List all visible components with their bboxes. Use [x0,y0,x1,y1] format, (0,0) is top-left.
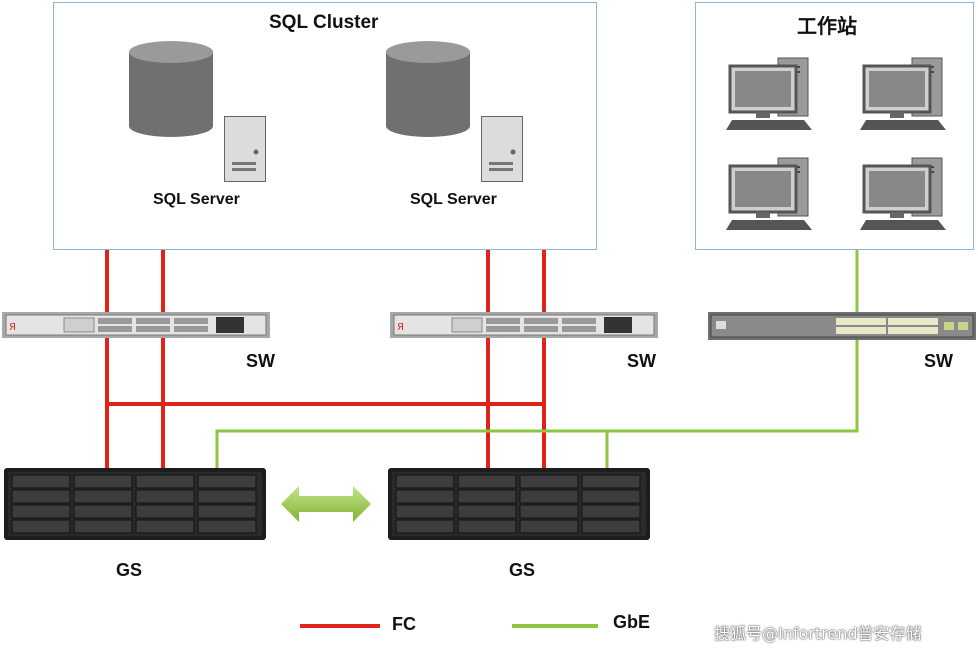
cluster-title: SQL Cluster [269,12,379,33]
legend-gbe-label: GbE [613,612,651,632]
svg-text:Я: Я [9,322,16,333]
sql-server-label: SQL Server [153,191,240,208]
fc-switch-icon: Я [390,312,658,338]
workstation-pc-icon [726,57,812,130]
storage-label: GS [509,560,536,580]
workstation-pc-icon [726,157,812,230]
workstation-pc-icon [860,57,946,130]
legend-fc-label: FC [392,614,416,634]
watermark: 搜狐号@Infortrend普安存储 [714,624,922,643]
database-icon [129,41,213,137]
server-tower-icon [481,116,523,182]
ethernet-switch-icon [708,312,976,340]
database-icon [386,41,470,137]
storage-array-icon [4,468,266,540]
replication-arrow-icon [281,486,371,522]
server-tower-icon [224,116,266,182]
switch-label: SW [627,351,656,371]
switch-label: SW [924,351,953,371]
workstation-pc-icon [860,157,946,230]
sql-server-label: SQL Server [410,191,497,208]
storage-label: GS [116,560,143,580]
storage-array-icon [388,468,650,540]
legend-gbe-swatch [512,624,598,628]
gbe-line [215,250,859,472]
switch-label: SW [246,351,275,371]
workstation-title: 工作站 [797,14,857,38]
svg-text:Я: Я [397,322,404,333]
legend-fc-swatch [300,624,380,628]
fc-switch-icon: Я [2,312,270,338]
